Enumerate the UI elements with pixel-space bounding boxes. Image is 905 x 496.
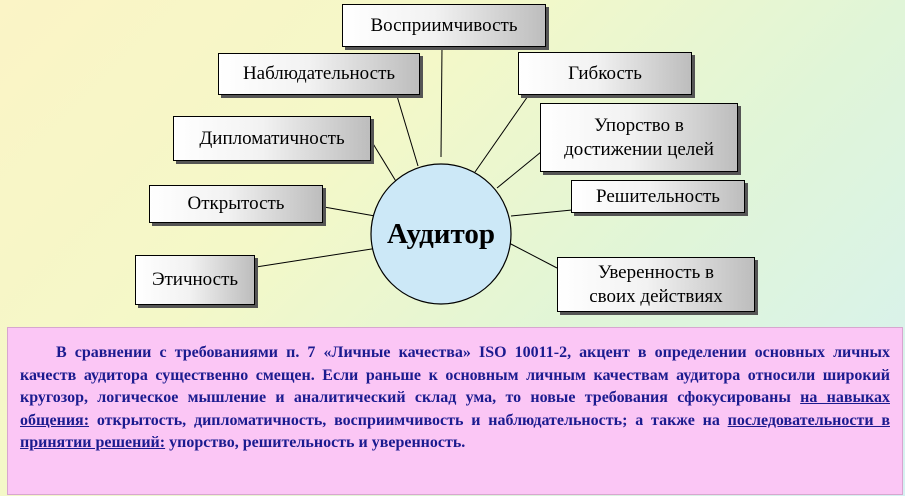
quality-box-diplomatichnost: Дипломатичность [173,116,371,161]
quality-label: Этичность [151,269,239,290]
center-label-auditor: Аудитор [386,217,496,250]
quality-label-line-2: своих действиях [589,285,723,307]
quality-box-uverennost: Уверенность в своих действиях [557,257,755,312]
underlined-communication-skills: на навыках общения: [20,389,890,429]
center-circle [370,163,512,305]
connector-etichnost [255,247,379,268]
quality-label-line-1: Упорство в [594,114,684,136]
connector-uporstvo [496,151,542,189]
paragraph-text-1: В сравнении с требованиями п. 7 «Личные … [20,344,890,406]
quality-box-reshitelnost: Решительность [571,180,745,213]
quality-label: Наблюдательность [242,63,396,84]
quality-label: Восприимчивость [370,14,518,36]
connector-vospriimchivost [440,46,443,158]
quality-label: Решительность [596,185,720,207]
quality-label-line-1: Уверенность в [598,261,714,283]
description-panel: В сравнении с требованиями п. 7 «Личные … [7,327,903,495]
quality-label-line-2: достижении целей [564,138,714,160]
quality-box-uporstvo: Упорство в достижении целей [540,103,738,172]
description-paragraph: В сравнении с требованиями п. 7 «Личные … [20,342,890,455]
connector-nablyudatelnost [396,95,419,167]
quality-box-gibkost: Гибкость [518,52,692,95]
underlined-decision-consistency: последовательности в принятии решений: [20,411,890,452]
quality-label: Гибкость [568,62,642,84]
quality-box-nablyudatelnost: Наблюдательность [218,53,420,95]
paragraph-text-2: открытость, дипломатичность, восприимчив… [89,411,728,429]
connector-uverennost [508,242,558,269]
quality-label: Дипломатичность [199,127,345,149]
quality-box-etichnost: Этичность [135,255,255,305]
connector-reshitelnost [510,209,573,217]
paragraph-text-3: упорство, решительность и уверенность. [165,434,466,451]
connector-lines [255,46,573,269]
quality-box-vospriimchivost: Восприимчивость [342,4,546,47]
quality-label: Открытость [187,193,285,214]
connector-gibkost [474,95,529,173]
quality-box-otkrytost: Открытость [149,185,323,223]
connector-diplomatichnost [371,141,398,184]
mind-map-diagram [255,46,573,305]
connector-otkrytost [323,206,376,217]
